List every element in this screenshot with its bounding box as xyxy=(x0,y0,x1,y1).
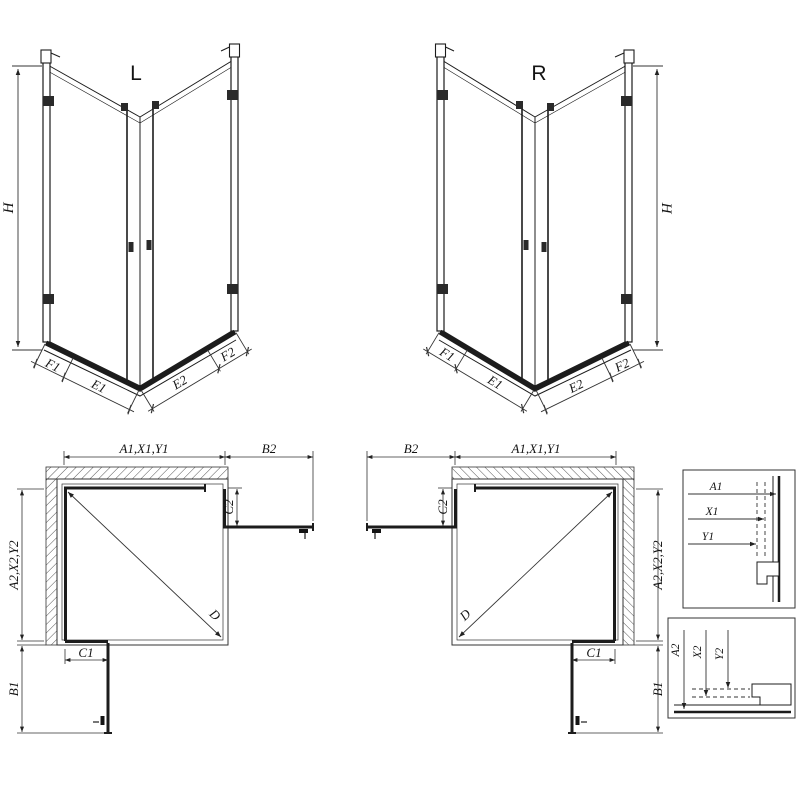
dim-f2-left: F2 xyxy=(217,344,238,365)
dim-e2-right: E2 xyxy=(565,376,586,396)
dim-h-left: H xyxy=(1,201,17,214)
plan-view-right-drawing xyxy=(367,451,663,733)
dim-b1-plan-left: B1 xyxy=(6,682,21,696)
dim-f2-right: F2 xyxy=(611,355,632,375)
dim-a1-plan-left: A1,X1,Y1 xyxy=(118,441,168,456)
detail-dim-x2: X2 xyxy=(692,645,704,659)
dim-c2-plan-right: C2 xyxy=(435,499,450,515)
dim-c2-plan-left: C2 xyxy=(221,499,236,515)
labels-layer: L H F1 E1 E2 F2 R H F2 E2 E1 F1 A1,X1,Y1… xyxy=(1,62,726,696)
dim-a1-plan-right: A1,X1,Y1 xyxy=(510,441,560,456)
detail-box-vertical xyxy=(667,617,796,719)
dim-f1-left: F1 xyxy=(42,355,62,375)
detail-dim-a1: A1 xyxy=(709,481,723,493)
iso-left-label: L xyxy=(130,62,142,85)
detail-dim-y1: Y1 xyxy=(702,531,714,543)
dim-a2-plan-left: A2,X2,Y2 xyxy=(6,540,21,591)
dim-b2-plan-right: B2 xyxy=(404,441,419,456)
dim-e2-left: E2 xyxy=(169,372,190,393)
dim-b1-plan-right: B1 xyxy=(650,682,665,696)
detail-dim-x1: X1 xyxy=(705,506,719,518)
detail-dim-y2: Y2 xyxy=(714,648,726,660)
dim-a2-plan-right: A2,X2,Y2 xyxy=(650,540,665,591)
detail-box-horizontal xyxy=(682,469,796,609)
detail-dim-a2: A2 xyxy=(670,643,682,657)
dim-h-right: H xyxy=(658,202,674,215)
dim-c1-plan-right: C1 xyxy=(586,645,601,660)
iso-right-label: R xyxy=(531,62,546,85)
plan-view-left-drawing xyxy=(17,451,313,733)
dim-e1-left: E1 xyxy=(88,376,108,396)
dim-b2-plan-left: B2 xyxy=(262,441,277,456)
dim-c1-plan-left: C1 xyxy=(78,645,93,660)
dim-e1-right: E1 xyxy=(484,371,505,392)
dim-f1-right: F1 xyxy=(436,343,457,364)
